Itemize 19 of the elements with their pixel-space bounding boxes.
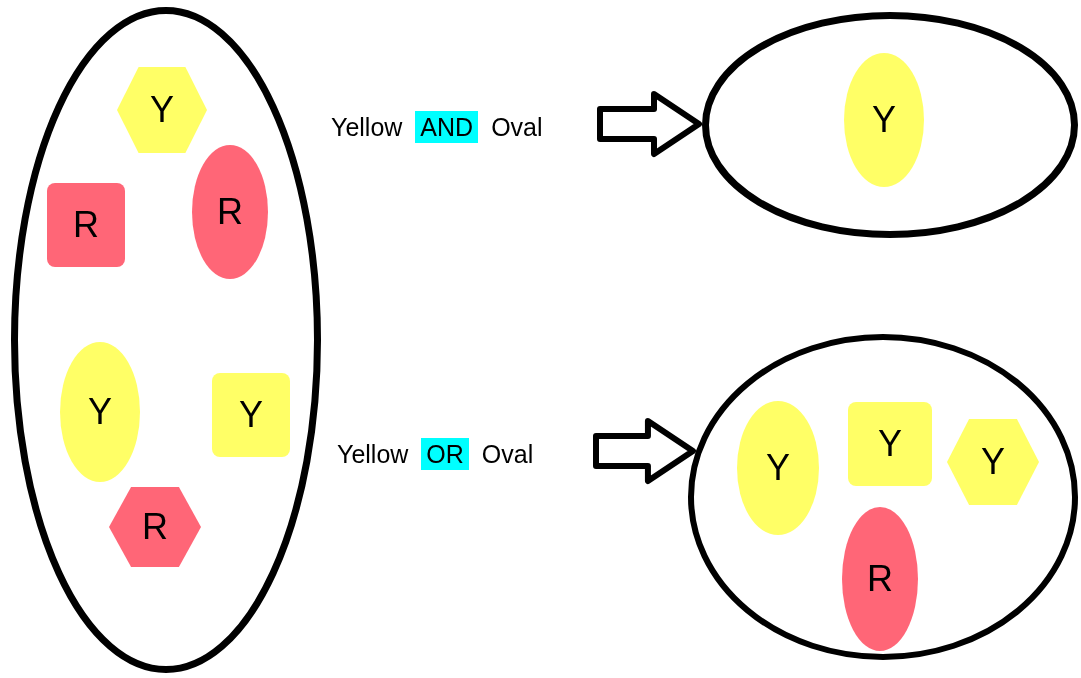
operator-highlight: OR [421,437,469,471]
shape-letter: R [141,509,169,545]
shape-letter: Y [877,426,903,462]
shape-letter: R [216,194,244,230]
block-arrow [593,418,696,484]
shape-letter: Y [149,92,175,128]
condition-text: Oval [480,438,535,470]
shape-letter: Y [238,397,264,433]
shape-letter: R [866,561,894,597]
shape-letter: Y [980,444,1006,480]
block-arrow [597,91,702,157]
shape-letter: R [72,207,100,243]
condition-text: Yellow [330,111,404,143]
condition-text: Yellow [336,438,410,470]
shape-letter: Y [87,394,113,430]
operator-highlight: AND [415,110,479,144]
condition-text: Oval [490,111,544,143]
shape-letter: Y [871,102,897,138]
shape-letter: Y [765,450,791,486]
